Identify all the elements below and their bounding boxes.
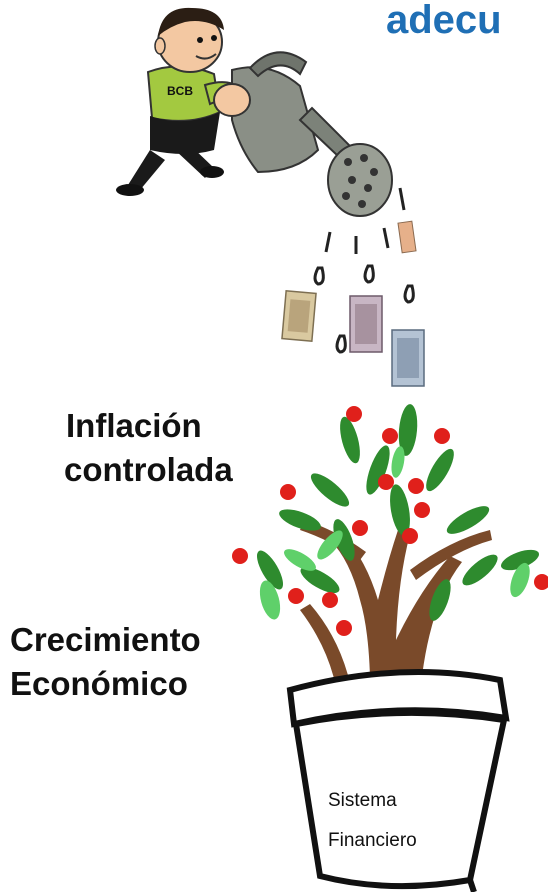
pot-label-line1: Sistema [328,790,397,811]
tree [232,404,548,720]
flower-pot [286,669,510,892]
label-inflation-controlled: Inflación controlada [64,404,233,492]
label-inflation-line2: controlada [64,451,233,488]
banknotes [281,220,425,387]
tree-fruits [232,406,548,636]
label-growth-line2: Económico [10,665,188,702]
character-badge: BCB [167,84,193,98]
slide-title-fragment: adecu [386,0,502,42]
pot-label-line2: Financiero [328,830,417,851]
watering-can [213,51,393,217]
label-economic-growth: Crecimiento Económico [10,618,201,706]
water-drops [313,187,415,354]
label-inflation-line1: Inflación [66,407,202,444]
label-growth-line1: Crecimiento [10,621,201,658]
